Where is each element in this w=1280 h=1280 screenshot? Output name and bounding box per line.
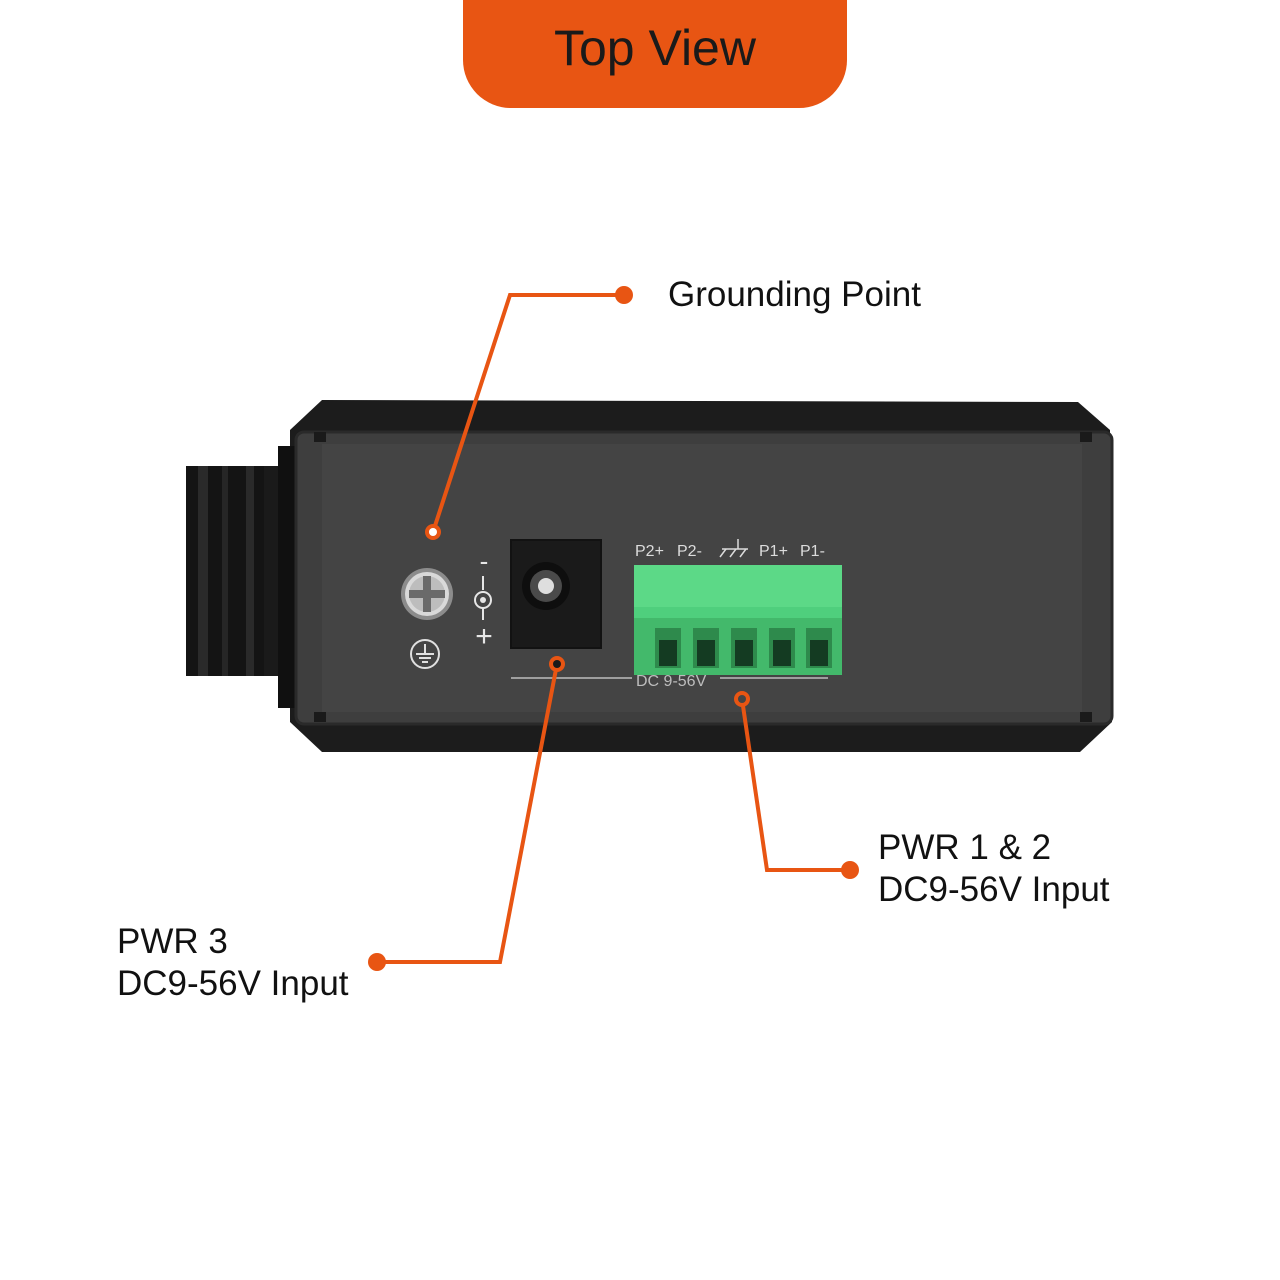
terminal-label-p2-minus: P2- (677, 543, 702, 560)
title-tab: Top View (463, 0, 847, 108)
pwr12-leader (740, 698, 850, 872)
terminal-labels: P2+ P2- P1+ P1- (635, 543, 825, 560)
callout-pwr3-line1: PWR 3 (117, 922, 228, 961)
callout-grounding-label: Grounding Point (668, 275, 921, 314)
din-rail-clip (186, 466, 278, 676)
callout-pwr12-line1: PWR 1 & 2 (878, 828, 1052, 867)
jack-polarity-minus: - (480, 546, 489, 576)
jack-polarity-plus: + (475, 620, 493, 653)
dc-barrel-jack (510, 539, 602, 649)
pwr3-leader (377, 663, 559, 964)
pwr3-dot-outer (368, 953, 386, 971)
callout-dots (368, 286, 859, 971)
earth-ground-icon (410, 639, 440, 669)
terminal-label-p2-plus: P2+ (635, 543, 664, 560)
voltage-marking: DC 9-56V (636, 673, 707, 690)
grounding-screw-icon (401, 568, 453, 620)
dc-polarity-icon: - + (474, 546, 493, 653)
pwr12-dot-outer (841, 861, 859, 879)
power-terminal-block (634, 565, 842, 675)
callout-pwr12-line2: DC9-56V Input (878, 870, 1110, 909)
terminal-label-p1-minus: P1- (800, 543, 825, 560)
callout-leaders (377, 293, 850, 964)
chassis-ground-icon (719, 539, 748, 558)
callout-pwr3-line2: DC9-56V Input (117, 964, 349, 1003)
grounding-dot-outer (615, 286, 633, 304)
page-title: Top View (554, 20, 756, 76)
grounding-leader (431, 293, 624, 533)
terminal-label-p1-plus: P1+ (759, 543, 788, 560)
